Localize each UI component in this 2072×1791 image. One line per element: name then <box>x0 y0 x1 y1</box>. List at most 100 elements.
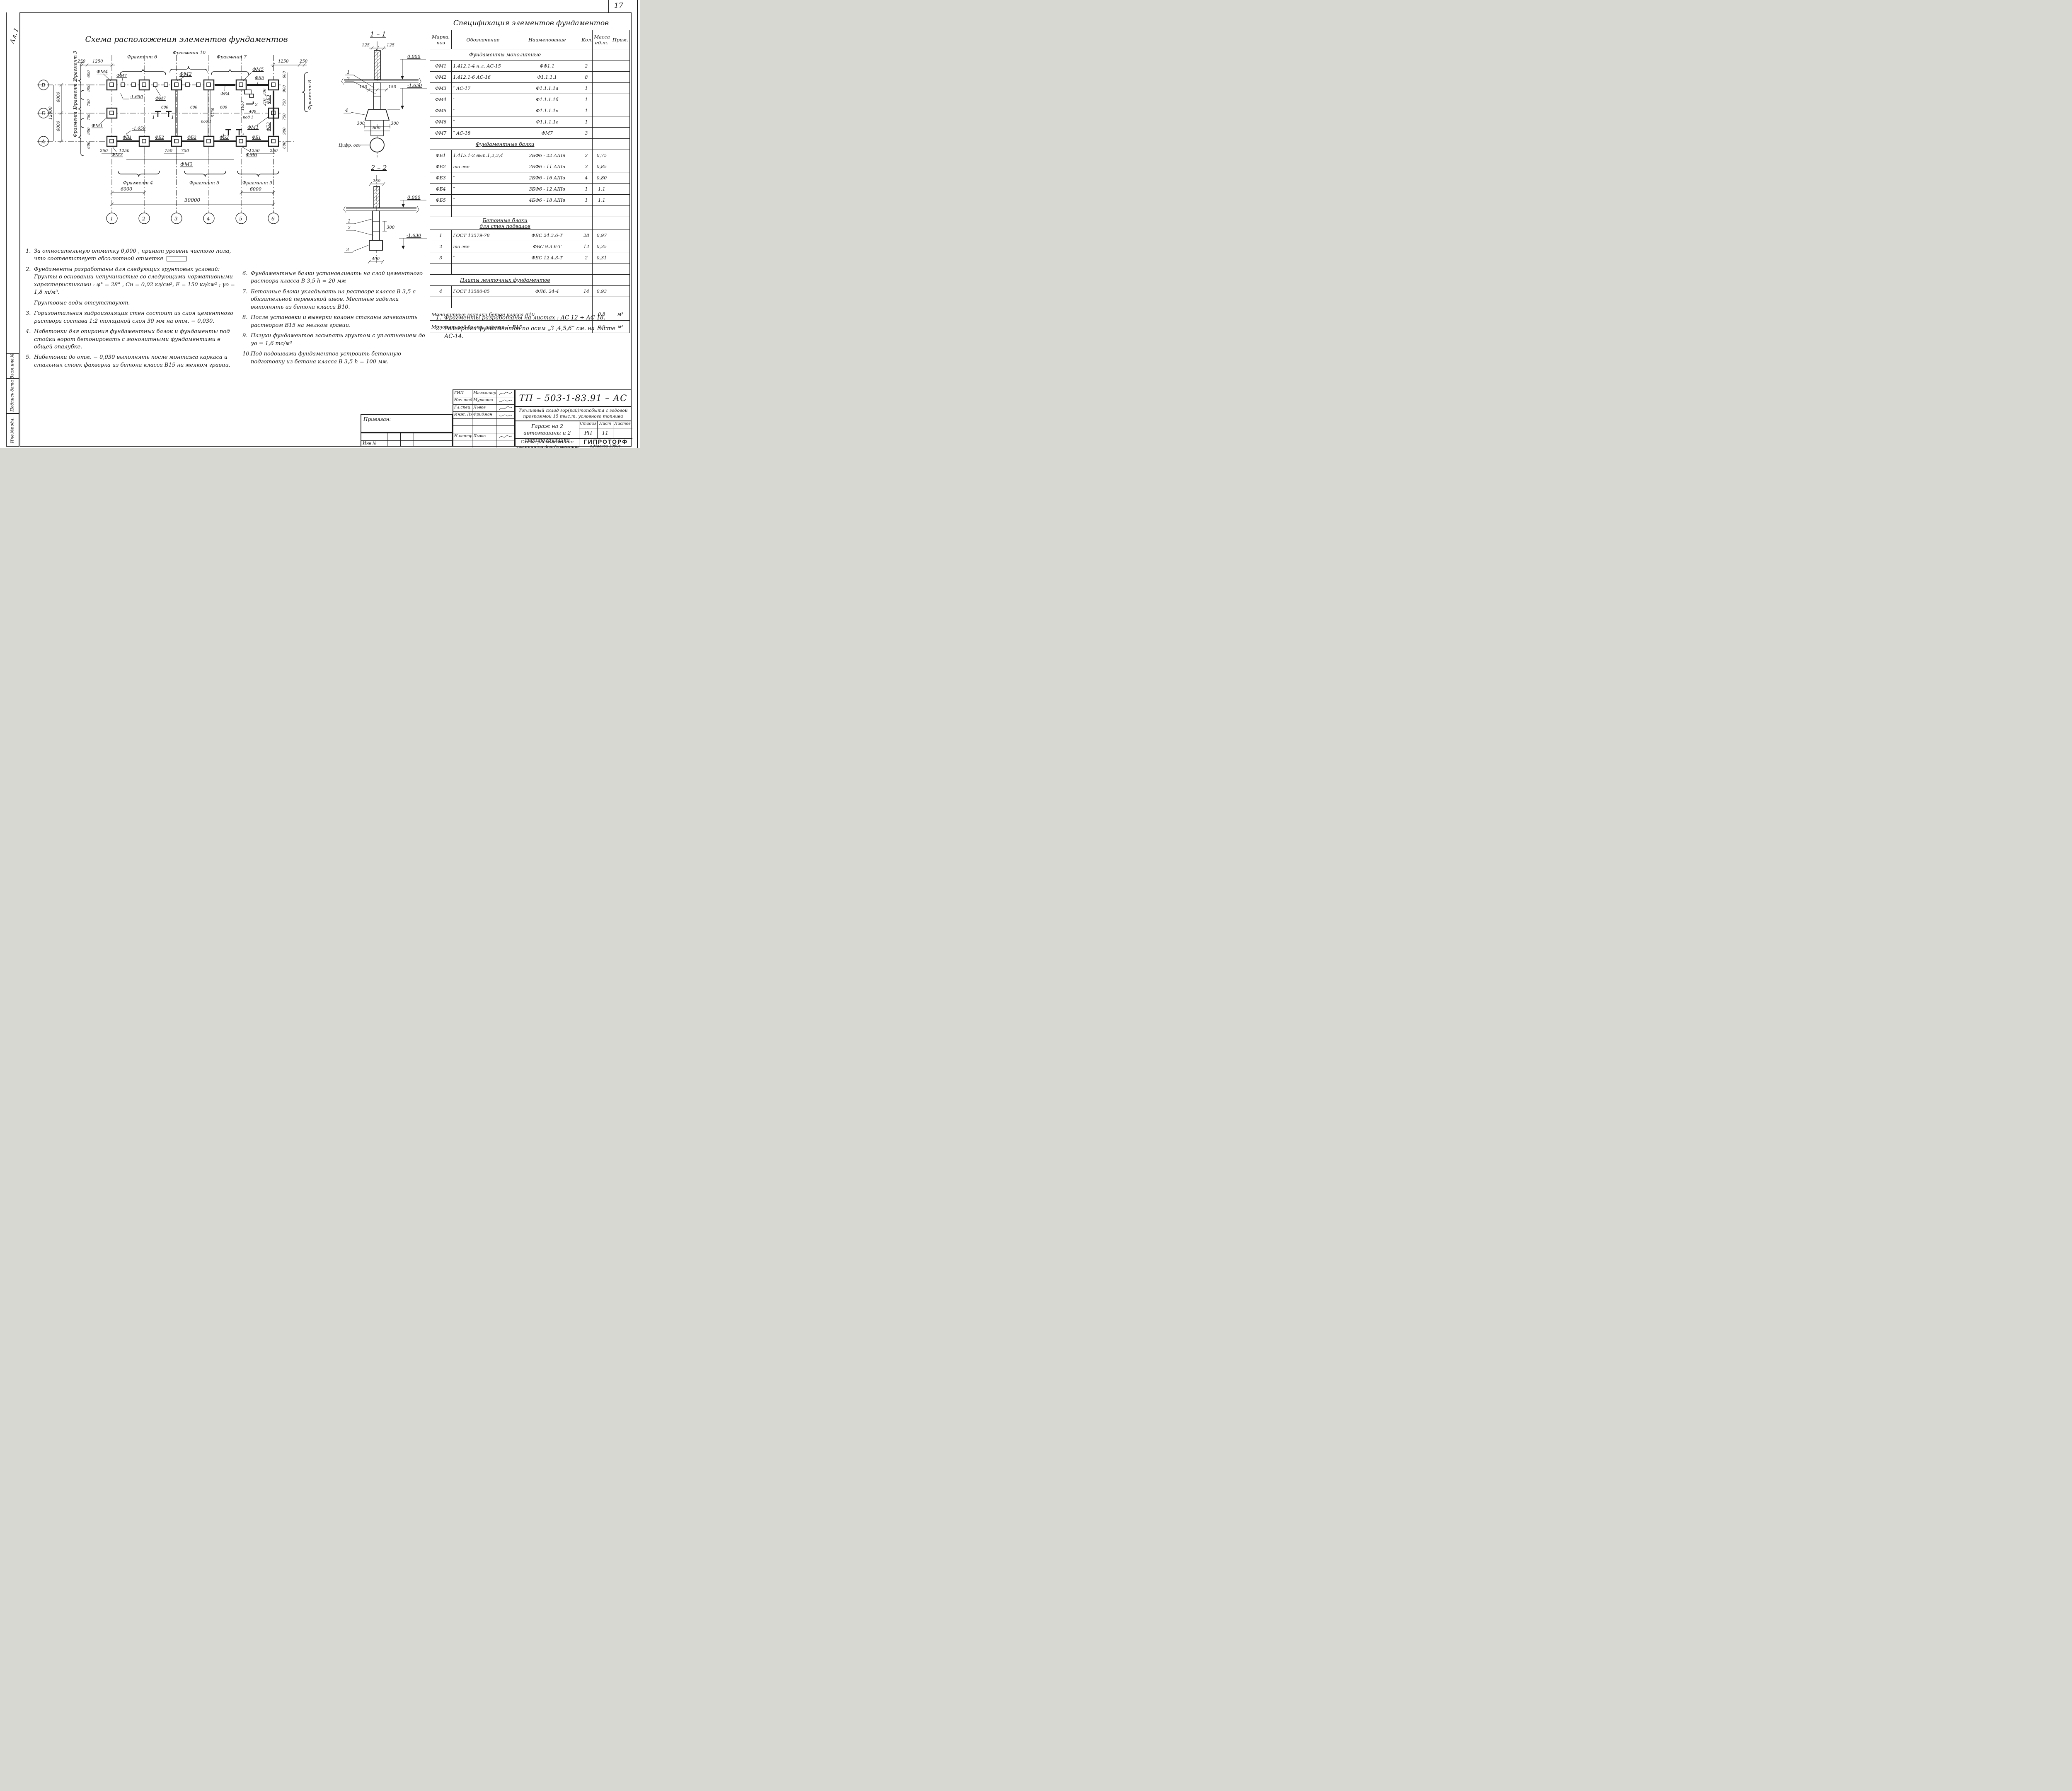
notes-left: 1.За относительную отметку 0,000 , приня… <box>26 248 239 372</box>
leader-number: 2 <box>346 76 350 82</box>
spec-header: Масса ед.т. <box>592 30 611 49</box>
dim: 6000 <box>121 186 132 192</box>
note-item: 3.Горизонтальная гидроизоляция стен сост… <box>26 310 239 325</box>
mark-label: ФБ1 <box>252 135 261 140</box>
dim: 750 <box>181 149 189 153</box>
mark-label: ФМ2 <box>180 162 193 167</box>
stage-value: РП <box>579 428 598 438</box>
dim: 150 <box>388 85 397 89</box>
dim: 250 <box>269 149 278 153</box>
signature-icon <box>496 390 515 397</box>
axis-letter: В <box>41 82 45 88</box>
edge-cell-podpis: Подпись дата <box>6 378 19 413</box>
spec-cell <box>610 138 630 150</box>
spec-header: Кол. <box>580 30 593 49</box>
spec-cell <box>451 297 515 308</box>
dim: 250 <box>77 59 86 64</box>
dim: 600 <box>161 106 168 110</box>
project-name: Топливный склад гор(рай)топсбыта с годов… <box>516 407 631 421</box>
spec-cell <box>610 116 630 128</box>
note-item: 8.После установки и выверки колонн стака… <box>242 314 432 329</box>
leader-number: 1 <box>348 218 351 224</box>
mark-label: ФМ3 <box>111 152 123 157</box>
mark-label: ФБ4 <box>220 92 230 97</box>
svg-text:3: 3 <box>174 216 178 222</box>
spec-cell <box>580 217 593 230</box>
spec-cell: ФБС 9.3.6-Т <box>514 241 581 252</box>
spec-cell: 0,85 <box>592 161 611 172</box>
dim: 1650 <box>241 101 245 111</box>
spec-cell: 0,35 <box>592 241 611 252</box>
svg-text:1: 1 <box>171 115 174 120</box>
level-mark: -1.630 <box>407 233 421 238</box>
note-item: 1.Фрагменты разработаны на листах : АС 1… <box>436 314 627 322</box>
spec-cell <box>592 217 611 230</box>
fragment-label: Фрагмент 1 <box>73 107 78 137</box>
note-item: 9.Пазухи фундаментов засыпать грунтом с … <box>242 332 432 348</box>
mark-label: ФМ4 <box>97 69 108 75</box>
fragment-label: Фрагмент 3 <box>73 51 78 81</box>
level-mark: 0.000 <box>407 54 421 59</box>
spec-cell: ФБ3 <box>429 172 452 184</box>
spec-cell: 8 <box>580 71 593 83</box>
spec-cell: 2 <box>580 252 593 263</box>
fragment-label: Фрагмент 6 <box>127 54 157 60</box>
note-item: 6.Фундаментные балки устанавливать на сл… <box>242 270 432 285</box>
fragment-label: Фрагмент 8 <box>307 80 312 110</box>
note-item: 5.Набетонки до отм. − 0,030 выполнять по… <box>26 354 239 369</box>
spec-cell <box>592 138 611 150</box>
spec-cell <box>580 138 593 150</box>
axis-note: Цифр. ось <box>339 143 361 148</box>
mark-label: ФМ6 <box>246 152 257 157</box>
spec-cell <box>610 252 630 263</box>
signature-icon <box>496 397 515 404</box>
corner-tick <box>608 0 609 12</box>
note-item: 2.Фундаменты разработаны для следующих г… <box>26 266 239 297</box>
spec-cell: ФМ3 <box>429 82 452 94</box>
sections: 1 – 1 125 125 0.000 1 2 150 150 <box>339 30 427 264</box>
dim: 900 <box>87 85 91 92</box>
edge-label: Инв.№подл. <box>10 417 15 443</box>
spec-cell: ″ <box>451 252 515 263</box>
spec-cell <box>610 194 630 206</box>
dim: 900 <box>283 128 287 135</box>
spec-cell: Ф1.1.1.1 <box>514 71 581 83</box>
leader-number: 3 <box>346 247 349 252</box>
spec-cell: 3 <box>580 161 593 172</box>
fragment-label: Фрагмент 4 <box>123 180 153 186</box>
spec-cell <box>592 49 611 60</box>
spec-cell: 0,93 <box>592 285 611 297</box>
note-text: Горизонтальная гидроизоляция стен состои… <box>34 310 233 324</box>
note-item: 7.Бетонные блоки укладывать на растворе … <box>242 288 432 311</box>
fragment-label: Фрагмент 5 <box>189 180 219 186</box>
note-text: Набетонки для опирания фундаментных бало… <box>34 329 230 350</box>
spec-cell <box>592 82 611 94</box>
dim: 600 <box>190 106 197 110</box>
org-box: ГИПРОТОРФ г.Москва 1990г. <box>579 439 632 448</box>
spec-cell: то же <box>451 241 515 252</box>
column-axis-circles: 1 2 3 4 5 6 <box>106 213 279 224</box>
spec-footer-mass: 6,0 <box>592 320 611 333</box>
svg-text:6: 6 <box>271 216 275 222</box>
note-item: 4.Набетонки для опирания фундаментных ба… <box>26 328 239 351</box>
section-flag: 2 <box>254 102 258 107</box>
dim: 1250 <box>249 149 260 153</box>
spec-cell: то же <box>451 161 515 172</box>
note-item: 2.Развертки фундаментов по осям „3 ,4,5,… <box>436 325 627 341</box>
spec-cell: ГОСТ 13579-78 <box>451 230 515 241</box>
spec-cell: 2 <box>429 241 452 252</box>
spec-group-header: Плиты ленточных фундаментов <box>429 274 581 286</box>
note-number: 5. <box>26 354 31 361</box>
dim: 300 <box>357 121 365 126</box>
dim: 260 <box>99 149 108 153</box>
spec-cell: 4 <box>429 285 452 297</box>
spec-cell <box>592 60 611 72</box>
sheet-title: Схема расположения элементов фундаментов <box>516 439 579 448</box>
dim: 600 <box>87 70 91 77</box>
spec-cell: ФМ7 <box>429 127 452 139</box>
spec-cell <box>580 297 593 308</box>
sig-name: Львов <box>472 404 496 411</box>
spec-cell <box>610 150 630 161</box>
spec-cell <box>610 105 630 116</box>
spec-cell: ФМ5 <box>429 105 452 116</box>
